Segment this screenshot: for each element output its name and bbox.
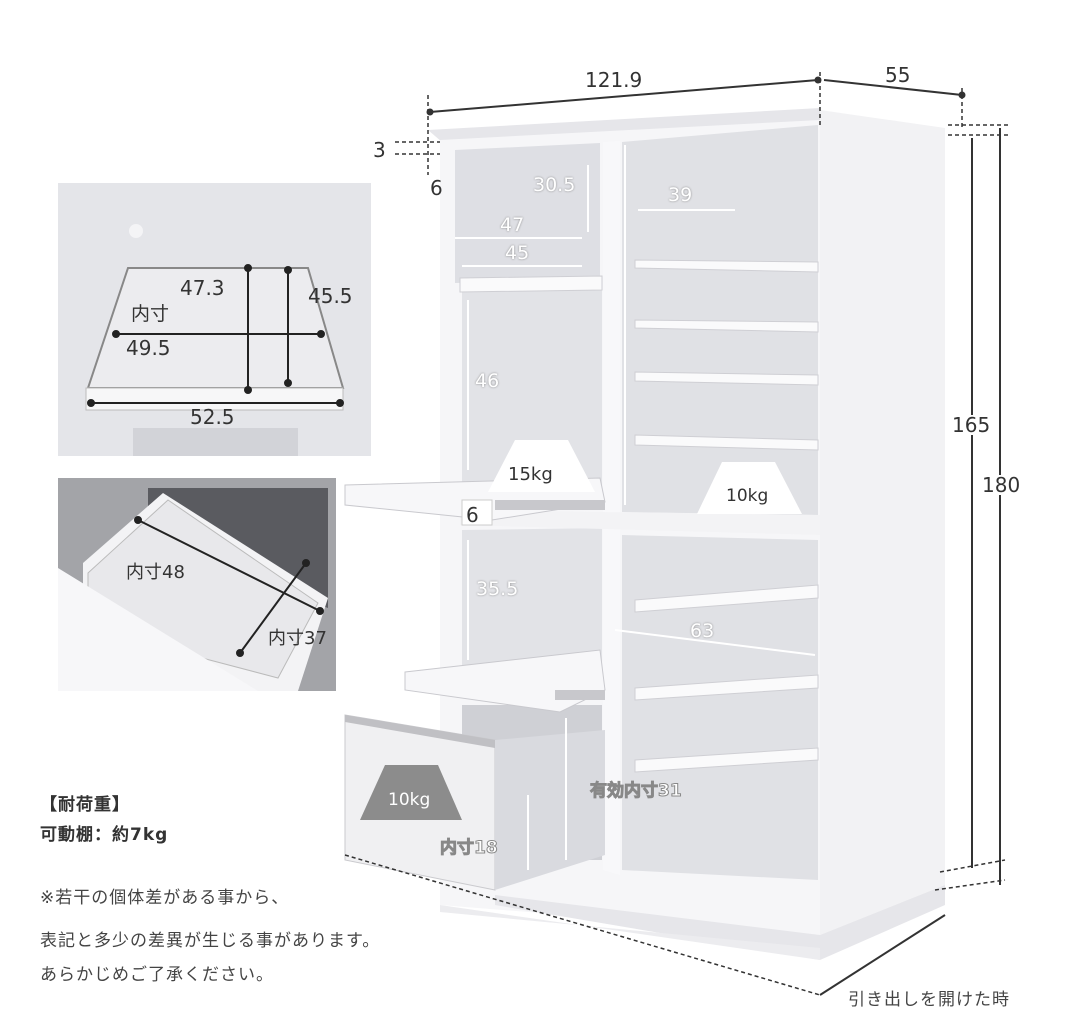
load-movable-shelf: 可動棚：約7kg: [40, 825, 169, 845]
dim-depth: 55: [885, 63, 911, 87]
dim-upper-width-inner: 45: [505, 242, 530, 264]
inset-shelf-width-inner: 49.5: [126, 336, 171, 360]
load-fixed-shelf-label: 10kg: [726, 486, 769, 506]
load-slide-shelf-label: 15kg: [508, 464, 553, 485]
dim-top-thickness: 3: [373, 138, 386, 162]
dim-right-lower-width: 63: [690, 620, 715, 642]
dim-drawer-inner-height: 内寸18: [440, 838, 499, 859]
dim-upper-width-outer: 47: [500, 214, 525, 236]
dim-lower-space-height: 35.5: [476, 578, 519, 600]
load-badge-drawer: [360, 765, 462, 820]
drawer-open-label: 引き出しを開けた時: [848, 990, 1010, 1010]
dim-height-total: 180: [982, 473, 1021, 497]
load-badge-slide-shelf: [488, 440, 595, 492]
dim-side-inset: 6: [430, 176, 443, 200]
inset-drawer-inner-width: 内寸37: [268, 628, 327, 649]
inset-drawer-photo: 内寸48 内寸37: [58, 478, 336, 691]
inset-shelf-depth-inner: 45.5: [308, 284, 353, 308]
load-drawer-label: 10kg: [388, 790, 431, 810]
cabinet-side-panel: [820, 110, 945, 935]
dim-height-body: 165: [952, 413, 991, 437]
inset-shelf-width-outer: 52.5: [190, 405, 235, 429]
load-badge-fixed-shelf: [697, 462, 802, 514]
disclaimer-line-2: 表記と多少の差異が生じる事があります。: [40, 931, 381, 951]
dim-slide-space-height: 46: [475, 370, 500, 392]
dim-effective-inner: 有効内寸31: [590, 781, 683, 802]
inset-slide-shelf-photo: 47.3 45.5 内寸 49.5 52.5: [58, 183, 371, 456]
dim-slide-shelf-thickness: 6: [466, 503, 479, 527]
inset-drawer-inner-length: 内寸48: [126, 562, 185, 583]
disclaimer-line-3: あらかじめご了承ください。: [40, 965, 274, 985]
inset-shelf-depth-outer: 47.3: [180, 276, 225, 300]
load-heading: 【耐荷重】: [40, 795, 130, 815]
cabinet-top: [428, 108, 820, 142]
dim-upper-open-height: 30.5: [533, 174, 576, 196]
inset-shelf-inner-label: 内寸: [131, 303, 170, 325]
disclaimer-line-1: ※若干の個体差がある事から、: [40, 888, 290, 908]
dim-width: 121.9: [585, 68, 643, 92]
dim-right-upper-width: 39: [668, 184, 693, 206]
